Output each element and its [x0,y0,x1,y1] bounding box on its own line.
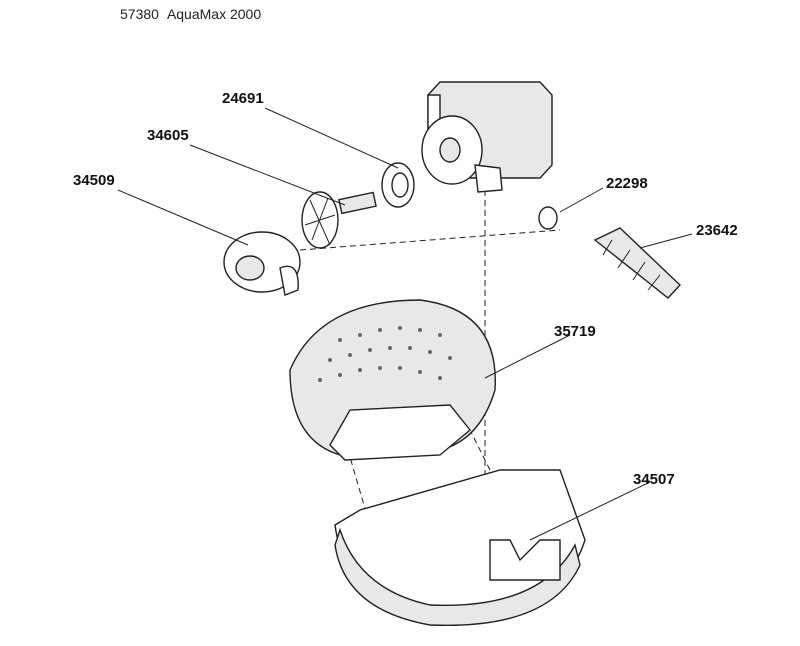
part-35719-filter-housing-top [289,299,496,461]
product-name: AquaMax 2000 [166,6,262,22]
part-label-35719: 35719 [554,323,596,340]
part-label-34507: 34507 [633,471,675,488]
part-34509-pump-cover [223,231,301,296]
part-22298-oring [538,206,558,230]
assembly-axis-horizontal [299,229,561,251]
part-label-34509: 34509 [73,172,115,189]
product-code: 57380 [120,6,159,22]
motor-unit [421,81,553,193]
part-34507-filter-housing-bottom [334,469,586,627]
part-label-23642: 23642 [696,222,738,239]
part-34605-impeller [301,191,377,249]
part-24691-oring [381,162,415,208]
part-label-24691: 24691 [222,90,264,107]
diagram-title: 57380 AquaMax 2000 [120,6,269,22]
part-23642-hose-connector [593,227,681,299]
part-label-34605: 34605 [147,127,189,144]
part-label-22298: 22298 [606,175,648,192]
